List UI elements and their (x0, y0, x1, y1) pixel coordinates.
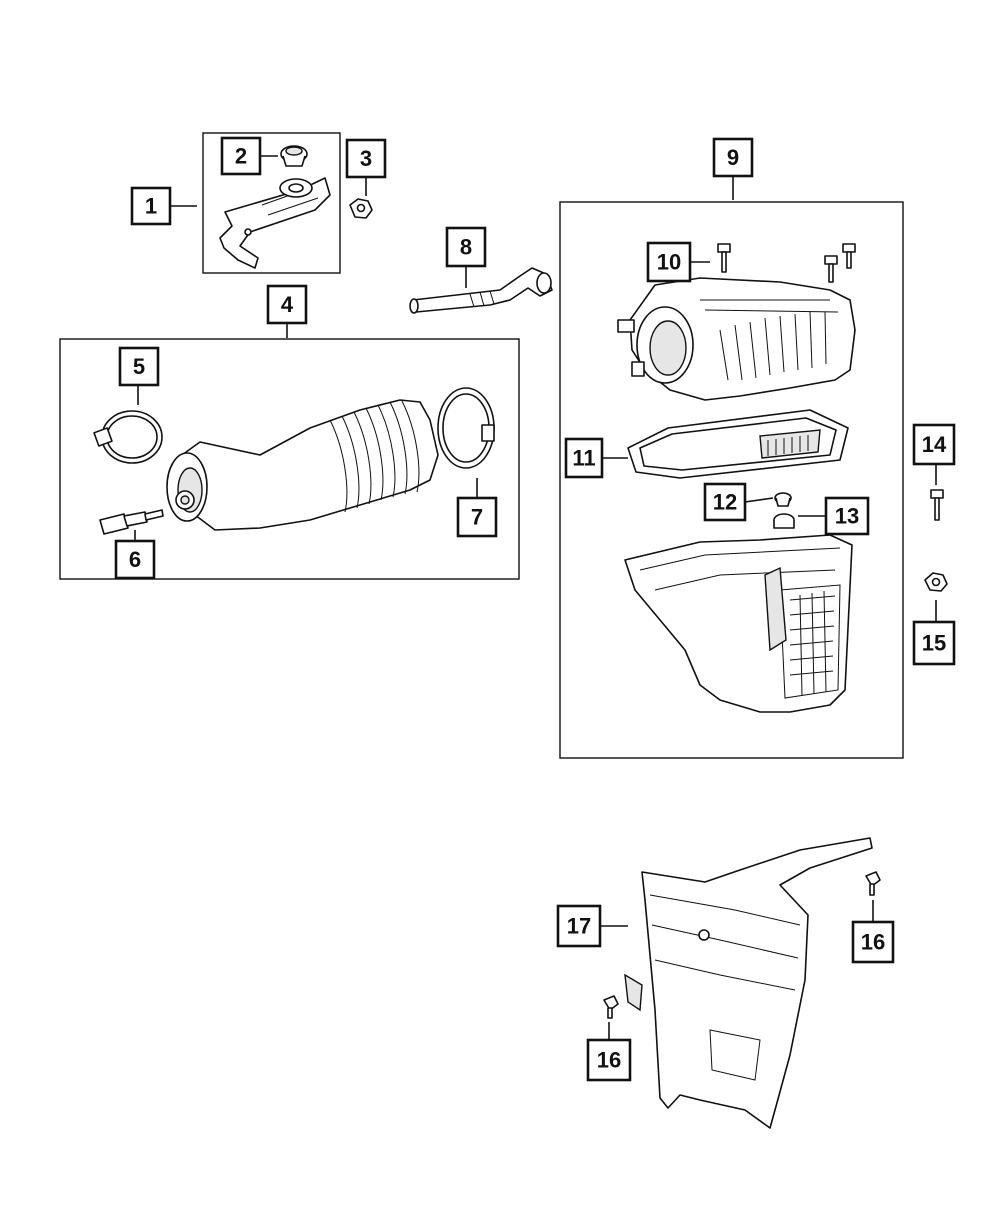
callout-15: 15 (912, 620, 956, 666)
air-cleaner-group-box (559, 201, 904, 759)
callout-11-label: 11 (572, 446, 595, 471)
callout-3-label: 3 (360, 146, 372, 171)
hose-clamp-part[interactable] (93, 410, 163, 464)
callout-14: 14 (912, 423, 956, 466)
bolt-part-2[interactable] (824, 243, 856, 283)
callout-16-left-label: 16 (597, 1048, 621, 1073)
callout-17: 17 (556, 904, 602, 948)
air-duct-group-box (59, 338, 520, 580)
callout-8: 8 (445, 226, 487, 268)
air-inlet-duct-part[interactable] (166, 399, 439, 531)
push-pin-part-2[interactable] (603, 995, 619, 1019)
callout-10-label: 10 (657, 250, 681, 275)
callout-10: 10 (646, 241, 692, 283)
callout-12: 12 (703, 482, 747, 522)
air-temp-sensor-part[interactable] (99, 509, 164, 535)
callout-4-label: 4 (281, 292, 294, 317)
filter-grommet-part[interactable] (774, 492, 792, 507)
callout-6-label: 6 (129, 547, 141, 572)
callout-13-label: 13 (835, 504, 859, 529)
callout-14-label: 14 (922, 432, 947, 457)
hose-clamp-part-2[interactable] (437, 387, 495, 469)
callout-15-label: 15 (922, 631, 946, 656)
callout-3: 3 (345, 138, 387, 179)
callout-16-right-label: 16 (861, 930, 885, 955)
callout-17-label: 17 (567, 914, 591, 939)
callout-1-label: 1 (145, 194, 157, 219)
callout-5-label: 5 (133, 354, 145, 379)
splash-shield-part[interactable] (624, 837, 873, 1129)
callout-6: 6 (114, 539, 156, 580)
callout-9: 9 (712, 137, 754, 178)
grommet-part[interactable] (280, 145, 308, 167)
nut-part[interactable] (349, 198, 373, 219)
push-pin-part[interactable] (865, 871, 881, 896)
callout-16-right: 16 (851, 920, 895, 964)
callout-8-label: 8 (460, 235, 472, 260)
callout-16-left: 16 (586, 1038, 632, 1082)
leader-lines (134, 155, 937, 1040)
callout-13: 13 (824, 496, 870, 536)
callout-7-label: 7 (471, 505, 483, 530)
bracket-group-box (202, 132, 341, 274)
callout-11: 11 (564, 437, 604, 479)
air-cleaner-housing-part[interactable] (624, 534, 853, 713)
callout-2-label: 2 (235, 144, 247, 169)
housing-nut-part[interactable] (924, 572, 948, 592)
vent-hose-part[interactable] (409, 267, 553, 314)
callout-5: 5 (118, 346, 160, 387)
callout-7: 7 (456, 496, 498, 538)
bolt-part[interactable] (717, 243, 731, 273)
air-cleaner-cover-part[interactable] (617, 277, 856, 401)
callout-4: 4 (266, 284, 308, 325)
callout-2: 2 (220, 136, 262, 176)
callout-9-label: 9 (727, 145, 739, 170)
callout-1: 1 (130, 186, 172, 226)
air-filter-part[interactable] (627, 409, 849, 479)
callout-12-label: 12 (713, 490, 737, 515)
isolator-part[interactable] (773, 513, 795, 529)
bracket-part[interactable] (219, 177, 331, 269)
housing-bolt-part[interactable] (930, 489, 944, 521)
